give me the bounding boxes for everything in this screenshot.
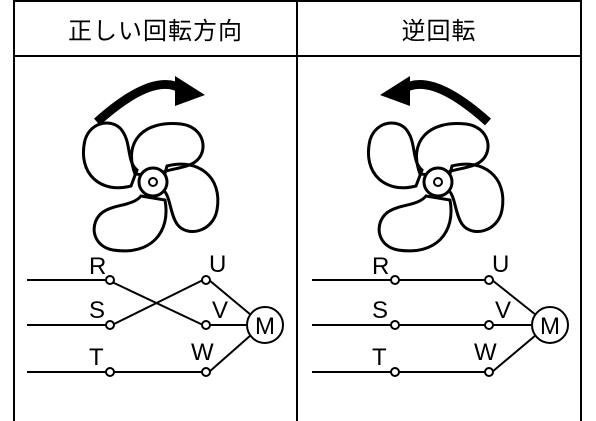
label-t: T <box>372 344 387 371</box>
label-r: R <box>89 253 106 280</box>
label-v: V <box>495 297 511 324</box>
label-t: T <box>89 344 104 371</box>
terminals-left <box>105 275 211 377</box>
terminals-right <box>390 275 494 377</box>
label-r: R <box>372 253 389 280</box>
rotation-arrow-clockwise <box>93 76 205 126</box>
motor-left: M <box>246 306 284 344</box>
fan-icon <box>367 121 505 253</box>
label-w: W <box>474 339 497 366</box>
wiring-right <box>312 279 537 373</box>
column-divider <box>296 0 298 421</box>
label-u: U <box>492 251 509 278</box>
panel-right-title: 逆回転 <box>401 17 477 45</box>
label-s: S <box>372 297 388 324</box>
rotation-arrow-counter-clockwise <box>380 76 492 126</box>
panel-right-diagram: M R S T U V W <box>312 76 569 377</box>
label-s: S <box>89 297 105 324</box>
label-w: W <box>191 339 214 366</box>
panel-left-title: 正しい回転方向 <box>68 17 243 45</box>
table-frame <box>13 0 582 421</box>
label-u: U <box>209 251 226 278</box>
motor-label: M <box>540 313 560 340</box>
panel-left-diagram: M R S T U V W <box>27 76 284 377</box>
motor-label: M <box>255 313 275 340</box>
wiring-left <box>27 279 252 373</box>
motor-right: M <box>531 306 569 344</box>
fan-icon <box>82 121 220 253</box>
label-v: V <box>212 297 228 324</box>
